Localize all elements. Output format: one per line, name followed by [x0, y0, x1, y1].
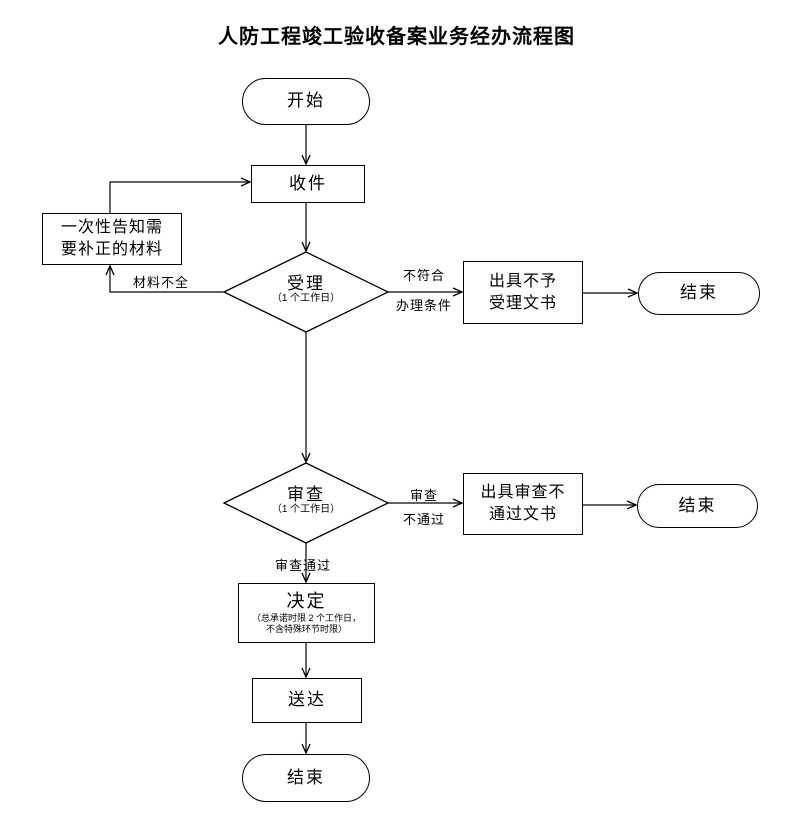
node-end-1: 结束: [638, 272, 760, 315]
edge-label-not-meet-line1: 不符合: [402, 268, 446, 283]
node-decide-duration-line2: 不含特殊环节时限）: [265, 623, 347, 634]
edge-label-review-fail-line1: 审查: [409, 488, 439, 503]
node-issue-rejection-line2: 受理文书: [488, 294, 557, 312]
node-issue-rejection-line1: 出具不予: [488, 272, 557, 290]
node-start: 开始: [242, 78, 370, 125]
node-notify-label-line2: 要补正的材料: [60, 241, 163, 258]
edge-label-review-fail-line2: 不通过: [402, 512, 446, 527]
node-notify-label-line1: 一次性告知需: [60, 219, 163, 237]
node-accept-duration: （1 个工作日）: [271, 293, 341, 305]
node-decide-duration-line1: （总承诺时限 2 个工作日，: [251, 612, 361, 623]
node-end-2-label: 结束: [678, 495, 717, 515]
diagram-title: 人防工程竣工验收备案业务经办流程图: [218, 26, 575, 48]
node-receive: 收件: [251, 165, 365, 203]
node-decide-label: 决定: [286, 590, 327, 611]
node-issue-fail-line2: 通过文书: [488, 506, 557, 523]
edge-label-not-meet-line2: 办理条件: [395, 298, 453, 313]
node-end-3-label: 结束: [287, 767, 325, 787]
node-notify-supplement: 一次性告知需 要补正的材料: [42, 213, 182, 265]
node-receive-label: 收件: [289, 173, 327, 193]
edge-label-materials-incomplete: 材料不全: [132, 275, 190, 290]
node-review-decision: 审查 （1 个工作日）: [224, 469, 388, 533]
node-end-1-label: 结束: [680, 283, 718, 303]
node-issue-fail-line1: 出具审查不: [480, 484, 566, 502]
node-deliver: 送达: [252, 678, 362, 723]
node-decide: 决定 （总承诺时限 2 个工作日， 不含特殊环节时限）: [238, 583, 375, 643]
node-start-label: 开始: [287, 91, 325, 111]
node-issue-fail-document: 出具审查不 通过文书: [463, 473, 583, 535]
node-accept-decision: 受理 （1 个工作日）: [224, 258, 388, 322]
node-end-2: 结束: [637, 484, 758, 528]
edge-accept-to-notify: [105, 264, 224, 293]
edge-notify-to-receive: [109, 177, 252, 213]
edge-label-review-pass: 审查通过: [274, 558, 332, 573]
node-review-duration: （1 个工作日）: [271, 504, 341, 516]
node-end-3: 结束: [242, 754, 370, 802]
node-deliver-label: 送达: [288, 690, 326, 710]
node-issue-rejection-document: 出具不予 受理文书: [463, 261, 583, 324]
node-accept-label: 受理: [287, 273, 325, 293]
node-review-label: 审查: [287, 484, 325, 504]
